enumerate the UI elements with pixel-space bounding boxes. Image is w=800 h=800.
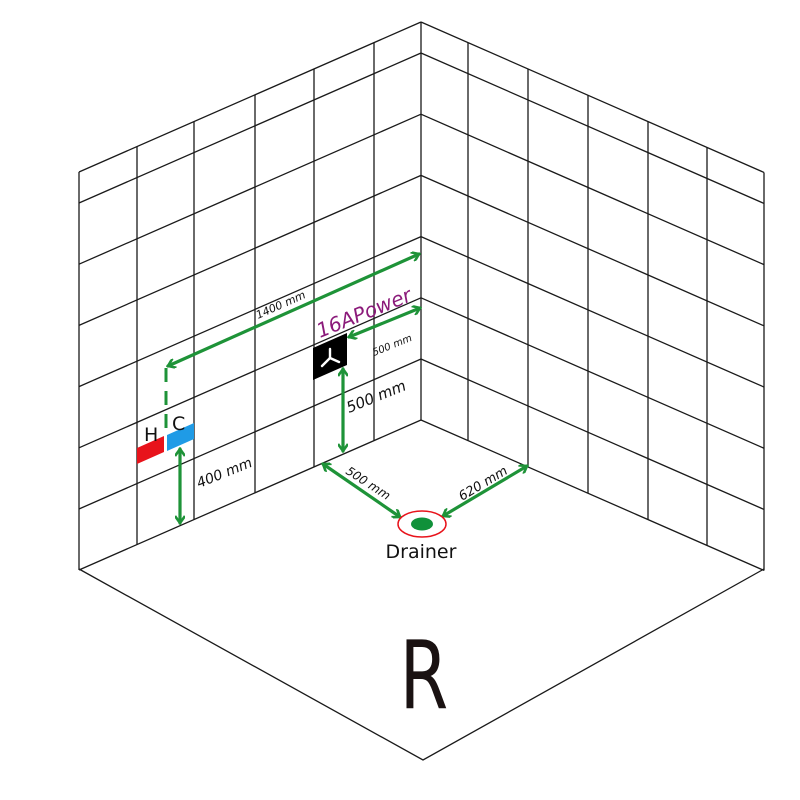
left-wall-horizontal-line xyxy=(78,358,422,510)
right-wall-horizontal-line xyxy=(420,52,765,205)
wall-tile-grid xyxy=(78,21,765,572)
drain-icon xyxy=(411,517,433,531)
drainer-label: Drainer xyxy=(386,541,457,563)
left-wall-horizontal-line xyxy=(78,21,422,173)
power-label: 16APower xyxy=(313,282,417,342)
drain-right-arrow xyxy=(443,466,527,516)
faucet-to-corner-arrow xyxy=(168,254,419,366)
power-socket-icon xyxy=(320,347,341,368)
left-wall-horizontal-line xyxy=(78,113,422,265)
hot-label: H xyxy=(144,424,158,446)
drain-left-arrow xyxy=(323,462,400,519)
floor-outline xyxy=(78,568,765,761)
faucet-height-label: 400 mm xyxy=(195,455,255,492)
left-wall-horizontal-line xyxy=(78,174,422,326)
right-wall-horizontal-line xyxy=(420,21,765,174)
cold-label: C xyxy=(172,413,185,435)
right-wall-horizontal-line xyxy=(420,297,765,449)
left-wall-horizontal-line xyxy=(78,419,422,571)
right-wall-horizontal-line xyxy=(420,113,765,266)
power-height-label: 500 mm xyxy=(344,377,409,417)
right-wall-horizontal-line xyxy=(420,174,765,327)
drain-ring xyxy=(397,510,447,538)
drain-right-label: 620 mm xyxy=(456,464,510,505)
power-to-corner-label: 500 mm xyxy=(371,333,414,359)
cold-water-marker xyxy=(167,423,194,451)
room-label: R xyxy=(400,620,449,730)
power-to-corner-arrow xyxy=(349,308,420,337)
left-wall-horizontal-line xyxy=(78,52,422,204)
hot-water-marker xyxy=(137,436,164,464)
right-wall-horizontal-line xyxy=(420,236,765,388)
